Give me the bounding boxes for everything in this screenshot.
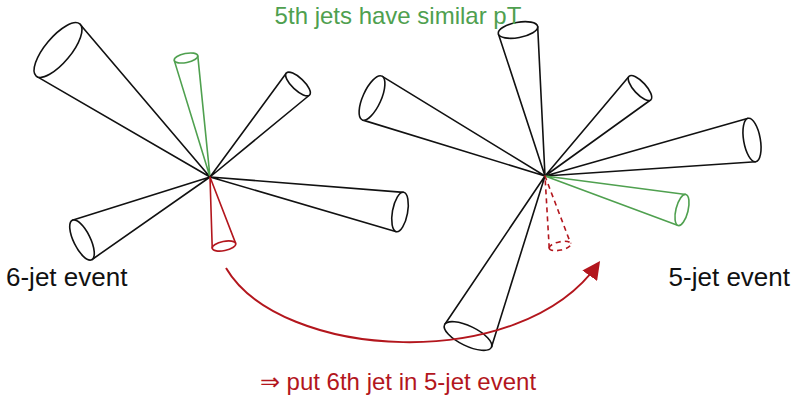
jet-cone (65, 177, 210, 263)
jet-cone (210, 69, 314, 177)
jet-cone (545, 176, 572, 252)
jet-cone (545, 176, 692, 227)
green-heading: 5th jets have similar pT (275, 2, 522, 31)
jet-cone (210, 177, 237, 253)
jet-cone (210, 177, 411, 233)
jet-cone (497, 19, 545, 176)
move-arrow (226, 264, 598, 342)
jet-cone (440, 176, 545, 356)
event-label: 6-jet event (6, 262, 127, 293)
jet-cone (545, 117, 764, 176)
red-caption: ⇒ put 6th jet in 5-jet event (260, 368, 536, 397)
jet-cone (26, 16, 210, 177)
event-label: 5-jet event (669, 262, 790, 293)
jet-cone (173, 51, 210, 177)
